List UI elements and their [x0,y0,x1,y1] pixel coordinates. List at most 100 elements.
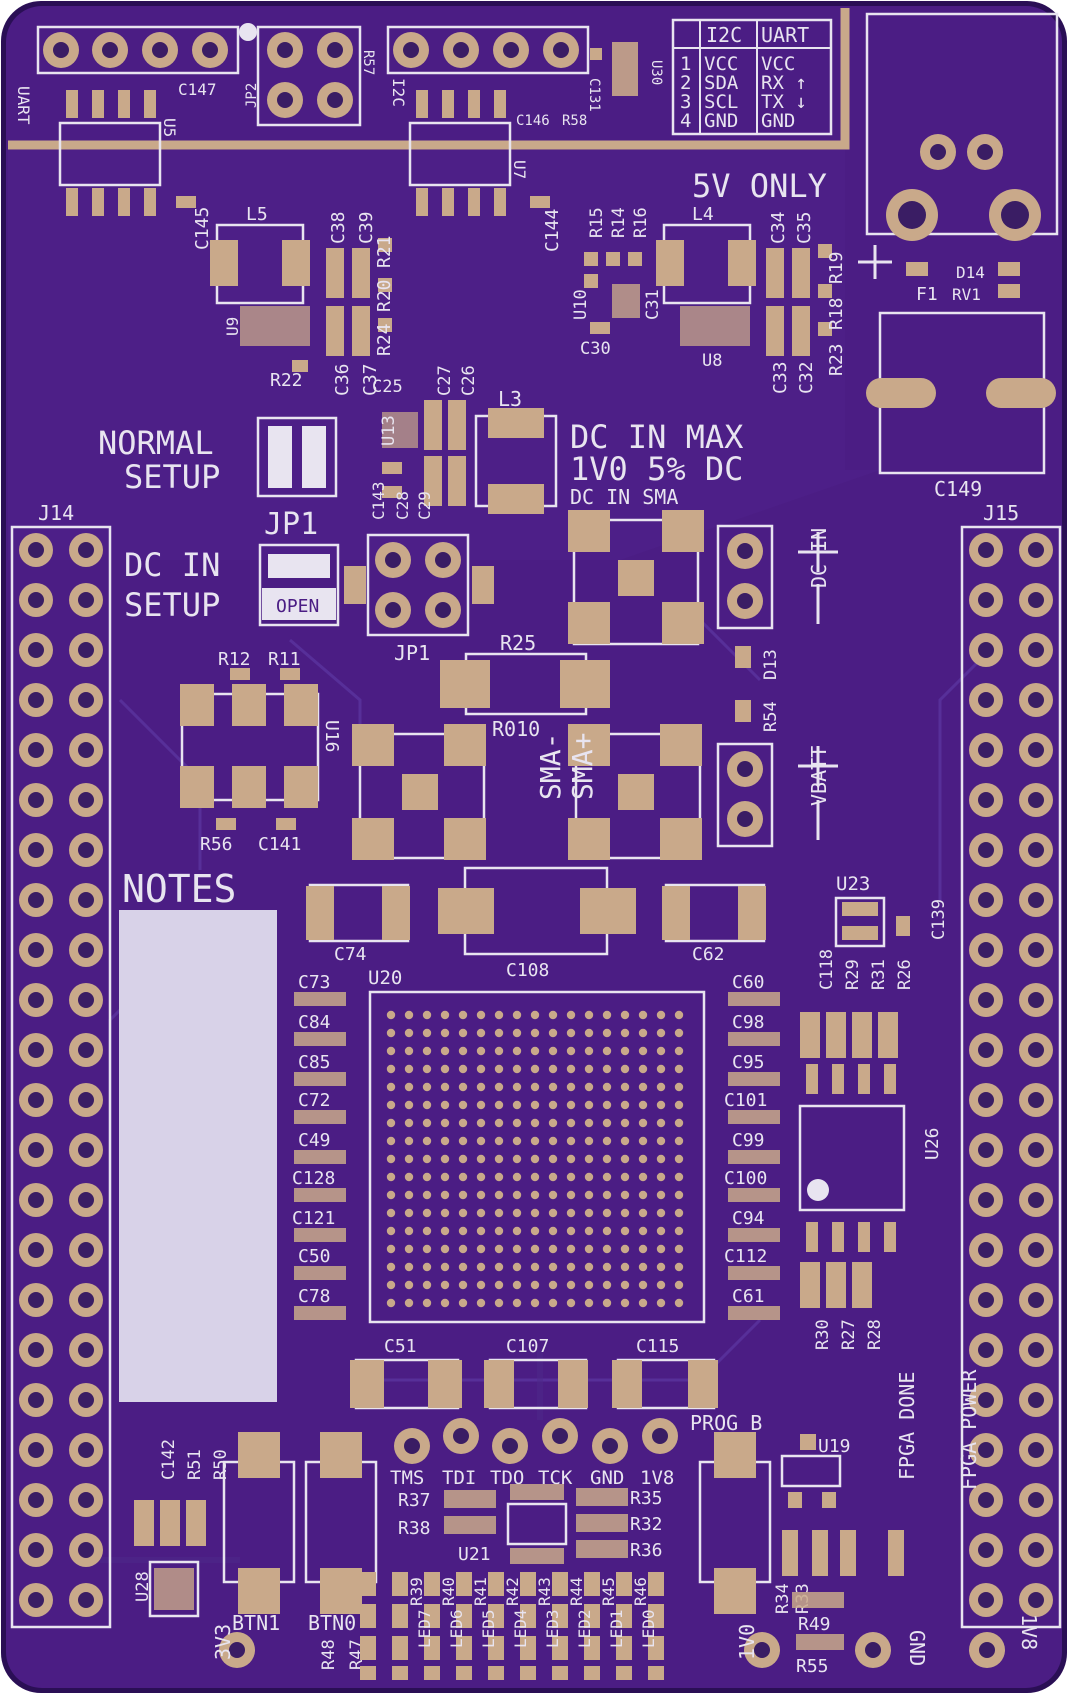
header-pin-hole [978,1392,994,1408]
header-pin-hole [28,1392,44,1408]
c146-label: C146 [516,113,550,129]
fpga-done-label: FPGA DONE [895,1372,919,1480]
u13-caps [382,400,466,506]
u30-label: U30 [648,60,664,85]
header-pin-hole [28,1592,44,1608]
c95-label: C95 [732,1052,765,1073]
uart-label: UART [14,86,33,125]
header-pin-hole [28,1442,44,1458]
c28-label: C28 [393,491,412,520]
c62-label: C62 [692,944,725,965]
u7-label: U7 [510,160,529,179]
u23-outline [834,896,886,948]
header-pin-hole [1028,892,1044,908]
header-pin-hole [1028,742,1044,758]
r58-label: R58 [562,113,587,129]
r54-pad [735,700,751,722]
header-pin-hole [978,1142,994,1158]
open-label: OPEN [276,596,319,617]
r32-label: R32 [630,1514,663,1535]
c74-pad-b [382,886,410,940]
header-pin-hole [28,1192,44,1208]
u19-outline [780,1454,842,1488]
c144-pad [530,196,550,208]
prog-b-pad-bottom [714,1568,756,1614]
left-decoupling-pads [294,992,346,1320]
header-pin-hole [78,1042,94,1058]
led-label-4: LED3 [543,1609,562,1648]
dc-in-terminal-outline [716,524,774,630]
barrel-jack-pins [886,134,1041,241]
header-pin-hole [978,1542,994,1558]
dc-in-terminal-pins [727,533,763,619]
header-pin-hole [28,1342,44,1358]
header-pin-hole [28,1242,44,1258]
header-pin-hole [78,542,94,558]
header-pin-hole [78,592,94,608]
pin-table: I2C UART 1 VCC VCC 2 SDA RX ↑ 3 SCL TX ↓… [671,18,833,136]
u13-pad [382,412,418,448]
header-pin-hole [1028,1092,1044,1108]
btn1-pad-bottom [238,1568,280,1614]
mode-switch-right[interactable] [302,426,326,488]
header-pin-hole [78,1542,94,1558]
header-pin-hole [1028,992,1044,1008]
header-pin-hole [28,1492,44,1508]
v3v3-label: 3V3 [211,1624,235,1660]
r37-pad [444,1490,496,1508]
j14-label: J14 [38,501,74,525]
u20-label: U20 [368,967,402,989]
jp2-outline [256,25,362,127]
header-pin-hole [28,1292,44,1308]
u8-label: U8 [702,351,722,371]
i2c-header-pins [393,32,579,68]
mode-switch-outline[interactable] [256,416,338,498]
normal-label: NORMAL [98,424,214,462]
r54-label: R54 [761,701,781,732]
prog-b-pad-top [714,1432,756,1478]
jtag-gnd: GND [590,1467,624,1489]
header-pin-hole [78,1492,94,1508]
pin-table-head-uart: UART [761,23,809,47]
c149-label: C149 [934,477,982,501]
c108-pad-b [580,888,636,934]
header-pin-hole [78,942,94,958]
led-resistor-label-2: R41 [471,1577,490,1606]
u5-package [58,90,162,216]
c36-label: C36 [332,363,353,396]
header-pin-hole [978,642,994,658]
open-jumper-outline[interactable] [258,543,340,627]
header-pin-hole [78,792,94,808]
r38-pad [444,1516,496,1534]
r36-pad [576,1540,628,1558]
c99-label: C99 [732,1130,765,1151]
header-pin-hole [28,542,44,558]
sma-minus-label: SMA- [534,733,567,800]
c131-pad [590,48,602,60]
r19-label: R19 [826,251,847,284]
mode-switch-left[interactable] [268,426,292,488]
header-pin-hole [78,1242,94,1258]
header-pin-hole [28,1042,44,1058]
dc-in-label: DC IN [124,546,220,584]
btn0-pad-bottom [320,1568,362,1614]
r35-label: R35 [630,1488,663,1509]
header-pin-hole [78,1592,94,1608]
c51-pad-a [350,1360,384,1408]
jp1-side-pad-b [472,566,494,604]
c60-label: C60 [732,972,765,993]
open-jumper-pad[interactable] [268,554,330,578]
d14-pad [998,262,1020,276]
u5-label: U5 [160,118,179,137]
f1-label: F1 [916,284,938,305]
header-pin-hole [28,1542,44,1558]
r29-label: R29 [843,959,863,990]
r55-pad [796,1634,844,1650]
header-pin-hole [978,742,994,758]
led-resistor-label-4: R43 [535,1577,554,1606]
l4-pad-a [656,240,684,286]
header-pin-hole [78,1142,94,1158]
sma-minus-outline [358,732,486,860]
jtag-tms: TMS [390,1467,424,1489]
